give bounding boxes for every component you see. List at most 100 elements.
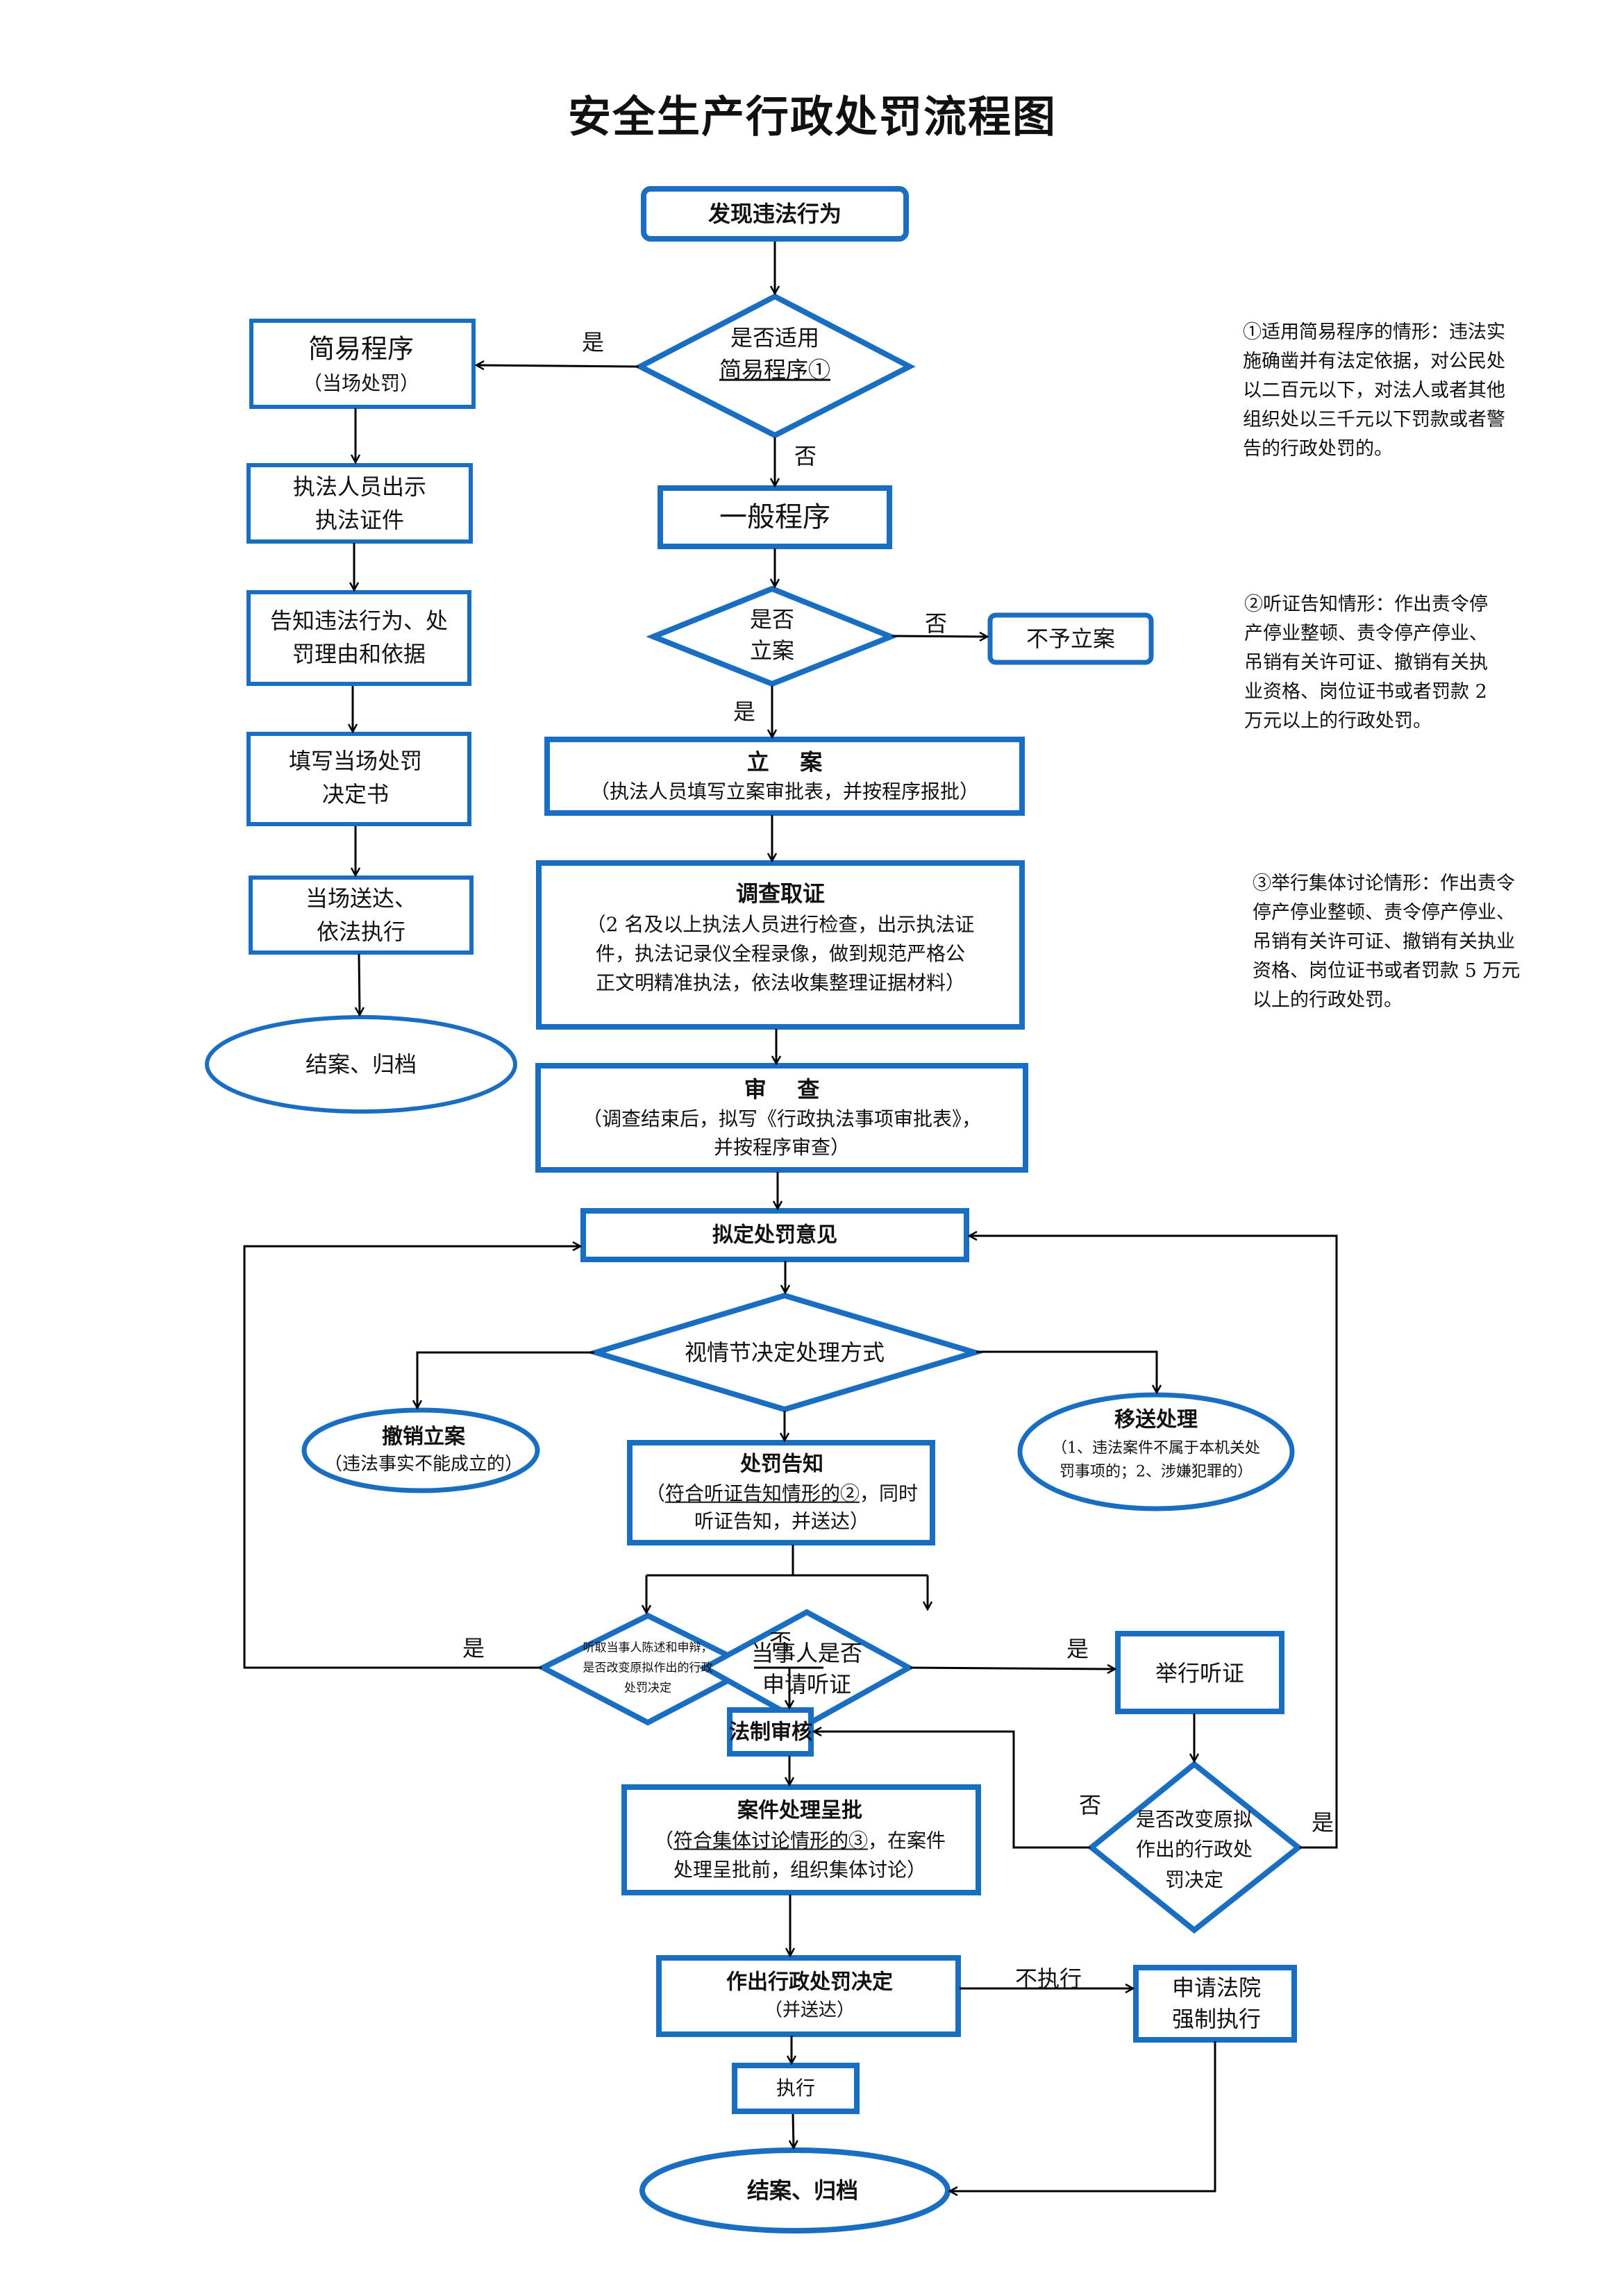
- court-enforce-line2: 强制执行: [1171, 2006, 1262, 2032]
- change-decision-line2: 作出的行政处: [1135, 1838, 1253, 1861]
- review-line1: （调查结束后，拟写《行政执法事项审批表》，: [582, 1107, 982, 1131]
- legal-review-label: 法制审核: [729, 1720, 812, 1745]
- node-decide-method: [586, 1292, 985, 1413]
- node-simple-proc: [249, 319, 476, 409]
- investigate-line2: 件，执法记录仪全程录像，做到规范严格公: [595, 942, 965, 965]
- change-decision-line3: 罚决定: [1164, 1868, 1224, 1891]
- node-fill-decision: [246, 732, 471, 826]
- node-close-final: [639, 2147, 951, 2234]
- hold-hearing-label: 举行听证: [1155, 1660, 1245, 1686]
- review-line2: 并按程序审查）: [713, 1136, 851, 1159]
- court-enforce-text: 申请法院 强制执行: [1172, 1972, 1261, 2035]
- node-revoke: [301, 1407, 540, 1493]
- penalty-notice-line1: （符合听证告知情形的②，同时: [646, 1480, 918, 1508]
- close-final-label: 结案、归档: [746, 2177, 859, 2204]
- change-decision-line1: 是否改变原拟: [1135, 1807, 1253, 1831]
- file-check-text: 是否 立案: [750, 604, 794, 667]
- transfer-line1: （1、违法案件不属于本机关处: [1052, 1439, 1260, 1457]
- node-no-file: [987, 612, 1154, 665]
- fill-decision-line1: 填写当场处罚: [288, 748, 423, 774]
- node-court-enforce: [1133, 1965, 1297, 2043]
- fill-decision-text: 填写当场处罚 决定书: [289, 744, 422, 811]
- penalty-notice-title: 处罚告知: [739, 1452, 823, 1477]
- file-check-line2: 立案: [749, 637, 795, 664]
- node-legal-review: [727, 1707, 814, 1757]
- node-file-case: [544, 737, 1025, 816]
- node-file-check: [646, 585, 898, 687]
- simple-check-line2: 简易程序①: [719, 357, 831, 383]
- investigate-title: 调查取证: [735, 880, 825, 907]
- edge-decide-transfer: [976, 1350, 1157, 1393]
- edge-label-not-execute: 不执行: [1014, 1966, 1082, 1992]
- transfer-line2: 罚事项的；2、涉嫌犯罪的）: [1060, 1463, 1253, 1481]
- simple-proc-title: 简易程序: [308, 333, 415, 364]
- node-execute: [732, 2063, 860, 2114]
- hearing-notice-ref-link: 符合听证告知情形的②: [664, 1482, 860, 1505]
- case-approval-line1: （符合集体讨论情形的③，在案件: [654, 1827, 946, 1856]
- node-case-approval: [621, 1784, 981, 1895]
- collective-discussion-ref-link: 符合集体讨论情形的③: [673, 1829, 869, 1852]
- edge-simplecheck-simpleproc: [476, 365, 639, 367]
- edge-label-change-yes: 是: [1311, 1809, 1334, 1836]
- hear-statement-line2: 是否改变原拟作出的行政: [583, 1661, 713, 1675]
- hear-statement-text: 听取当事人陈述和申辩， 是否改变原拟作出的行政 处罚决定: [583, 1639, 713, 1699]
- review-text: 审 查 （调查结束后，拟写《行政执法事项审批表》， 并按程序审查）: [583, 1073, 981, 1162]
- node-inform: [246, 590, 471, 686]
- edge-filecheck-nofile: [891, 636, 987, 637]
- node-general-proc: [658, 485, 892, 549]
- show-cert-line1: 执法人员出示: [292, 474, 427, 500]
- case-approval-title: 案件处理呈批: [737, 1798, 862, 1823]
- change-decision-text: 是否改变原拟 作出的行政处 罚决定: [1136, 1804, 1253, 1895]
- discover-label: 发现违法行为: [708, 201, 842, 227]
- node-change-decision: [1087, 1760, 1303, 1934]
- investigate-text: 调查取证 （2 名及以上执法人员进行检查，出示执法证 件，执法记录仪全程录像，做…: [587, 877, 975, 998]
- case-approval-line1-pre: （: [653, 1829, 673, 1852]
- revoke-text: 撤销立案 （违法事实不能成立的）: [324, 1423, 523, 1477]
- edge-execute-close: [793, 2113, 794, 2148]
- make-decision-title: 作出行政处罚决定: [726, 1970, 893, 1995]
- edge-label-hearing-yes: 是: [1066, 1636, 1089, 1662]
- node-discover: [641, 186, 909, 242]
- no-file-label: 不予立案: [1026, 626, 1116, 652]
- inform-line2: 罚理由和依据: [292, 641, 426, 667]
- node-investigate: [536, 860, 1025, 1030]
- close-simple-label: 结案、归档: [305, 1051, 417, 1078]
- edge-label-simple-yes: 是: [581, 329, 605, 355]
- page-title: 安全生产行政处罚流程图: [567, 91, 1057, 142]
- revoke-sub: （违法事实不能成立的）: [324, 1453, 524, 1475]
- edge-label-simple-no: 否: [794, 443, 817, 469]
- apply-hearing-text: 当事人是否 申请听证: [751, 1638, 862, 1700]
- node-draft-opinion: [580, 1208, 969, 1262]
- penalty-notice-text: 处罚告知 （符合听证告知情形的②，同时 听证告知，并送达）: [646, 1450, 918, 1536]
- edge-court-close: [950, 2041, 1216, 2191]
- deliver-text: 当场送达、 依法执行: [305, 882, 417, 948]
- decide-method-label: 视情节决定处理方式: [684, 1339, 885, 1366]
- make-decision-sub: （并送达）: [764, 1999, 855, 2020]
- transfer-title: 移送处理: [1114, 1407, 1198, 1432]
- hear-statement-line3: 处罚决定: [624, 1681, 671, 1695]
- transfer-text: 移送处理 （1、违法案件不属于本机关处 罚事项的；2、涉嫌犯罪的）: [1052, 1405, 1260, 1484]
- case-approval-line1-post: ，在案件: [868, 1829, 946, 1852]
- edge-label-statement-yes: 是: [462, 1635, 485, 1661]
- node-close-simple: [205, 1015, 517, 1114]
- edge-decide-revoke: [417, 1351, 594, 1408]
- penalty-notice-line1-pre: （: [645, 1482, 665, 1505]
- edge-deliver-close: [359, 953, 360, 1015]
- fill-decision-line2: 决定书: [321, 781, 390, 807]
- edge-change-no-legal: [814, 1732, 1090, 1849]
- show-cert-line2: 执法证件: [315, 507, 405, 533]
- review-title: 审 查: [744, 1076, 820, 1103]
- inform-text: 告知违法行为、处 罚理由和依据: [270, 604, 448, 671]
- investigate-line3: 正文明精准执法，依法收集整理证据材料）: [595, 971, 965, 994]
- file-case-text: 立 案 （执法人员填写立案审批表，并按程序报批）: [590, 746, 979, 807]
- case-approval-line2: 处理呈批前，组织集体讨论）: [673, 1858, 927, 1882]
- investigate-line1: （2 名及以上执法人员进行检查，出示执法证: [586, 913, 975, 936]
- deliver-line2: 依法执行: [316, 919, 406, 945]
- court-enforce-line1: 申请法院: [1171, 1975, 1262, 2002]
- draft-opinion-label: 拟定处罚意见: [712, 1223, 837, 1248]
- simple-check-label: 是否适用 简易程序①: [719, 322, 830, 387]
- deliver-line1: 当场送达、: [305, 885, 417, 912]
- case-approval-text: 案件处理呈批 （符合集体讨论情形的③，在案件 处理呈批前，组织集体讨论）: [654, 1795, 946, 1885]
- note-collective-discussion: ③举行集体讨论情形：作出责令 停产停业整顿、责令停产停业、 吊销有关许可证、撤销…: [1253, 873, 1521, 1012]
